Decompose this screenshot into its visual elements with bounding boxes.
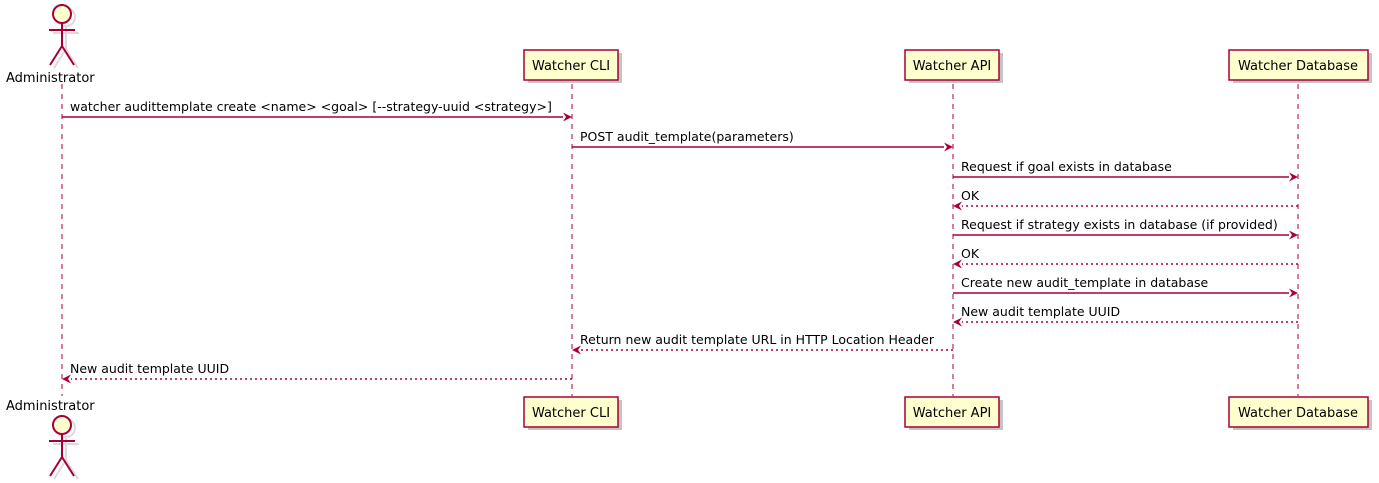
message-arrowhead — [1289, 288, 1298, 298]
message-arrowhead — [953, 259, 962, 269]
message-label: OK — [961, 246, 980, 261]
participant-box[interactable] — [904, 49, 1000, 81]
message-1: watcher audittemplate create <name> <goa… — [62, 99, 572, 122]
message-arrowhead — [62, 374, 71, 384]
actor-left-leg-line — [49, 45, 63, 66]
message-label: OK — [961, 188, 980, 203]
participant-watcher-database-bottom[interactable]: Watcher Database — [1228, 396, 1372, 430]
message-label: New audit template UUID — [70, 361, 229, 376]
participant-watcher-api-bottom[interactable]: Watcher API — [904, 396, 1003, 430]
message-label: Request if strategy exists in database (… — [961, 217, 1278, 232]
message-9: Return new audit template URL in HTTP Lo… — [572, 332, 953, 355]
actor-head-icon — [52, 4, 72, 24]
participant-watcher-database-top[interactable]: Watcher Database — [1228, 49, 1372, 83]
participant-box[interactable] — [904, 396, 1000, 428]
message-arrowhead — [1289, 172, 1298, 182]
message-arrowhead — [953, 201, 962, 211]
participant-label-watcher-api-bottom: Watcher API — [913, 406, 992, 421]
message-10: New audit template UUID — [62, 361, 572, 384]
message-2: POST audit_template(parameters) — [572, 129, 953, 152]
message-label: POST audit_template(parameters) — [580, 129, 794, 144]
actor-left-leg-line-bottom — [49, 456, 63, 477]
message-arrowhead — [572, 345, 581, 355]
actor-administrator-bottom[interactable]: Administrator — [6, 399, 95, 480]
participant-label-watcher-cli-bottom: Watcher CLI — [532, 406, 610, 421]
messages-layer: watcher audittemplate create <name> <goa… — [62, 99, 1298, 384]
message-label: Create new audit_template in database — [961, 275, 1208, 290]
message-arrowhead — [1289, 230, 1298, 240]
actor-right-leg-line-bottom — [61, 456, 75, 477]
participant-box[interactable] — [1228, 49, 1369, 81]
participant-box[interactable] — [1228, 396, 1369, 428]
message-7: Create new audit_template in database — [953, 275, 1298, 298]
message-label: Return new audit template URL in HTTP Lo… — [580, 332, 935, 347]
participant-watcher-cli-bottom[interactable]: Watcher CLI — [523, 396, 622, 430]
participant-label-watcher-api-top: Watcher API — [913, 59, 992, 74]
message-label: Request if goal exists in database — [961, 159, 1172, 174]
actor-head-icon-bottom — [52, 415, 72, 435]
participant-box[interactable] — [523, 396, 619, 428]
actor-label-administrator-bottom: Administrator — [6, 399, 95, 414]
message-label: New audit template UUID — [961, 304, 1120, 319]
message-arrowhead — [953, 317, 962, 327]
actor-administrator-top[interactable]: Administrator — [6, 4, 95, 86]
participant-label-watcher-database-bottom: Watcher Database — [1238, 406, 1358, 421]
message-5: Request if strategy exists in database (… — [953, 217, 1298, 240]
participant-label-watcher-database-top: Watcher Database — [1238, 59, 1358, 74]
participant-watcher-cli-top[interactable]: Watcher CLI — [523, 49, 622, 83]
participant-box[interactable] — [523, 49, 619, 81]
participant-watcher-api-top[interactable]: Watcher API — [904, 49, 1003, 83]
message-arrowhead — [563, 112, 572, 122]
message-3: Request if goal exists in database — [953, 159, 1298, 182]
message-label: watcher audittemplate create <name> <goa… — [70, 99, 552, 114]
message-arrowhead — [944, 142, 953, 152]
actor-right-leg-line — [61, 45, 75, 66]
actor-label-administrator-top: Administrator — [6, 71, 95, 86]
lifelines — [61, 84, 1299, 396]
participant-label-watcher-cli-top: Watcher CLI — [532, 59, 610, 74]
message-6: OK — [953, 246, 1298, 269]
message-8: New audit template UUID — [953, 304, 1298, 327]
message-4: OK — [953, 188, 1298, 211]
